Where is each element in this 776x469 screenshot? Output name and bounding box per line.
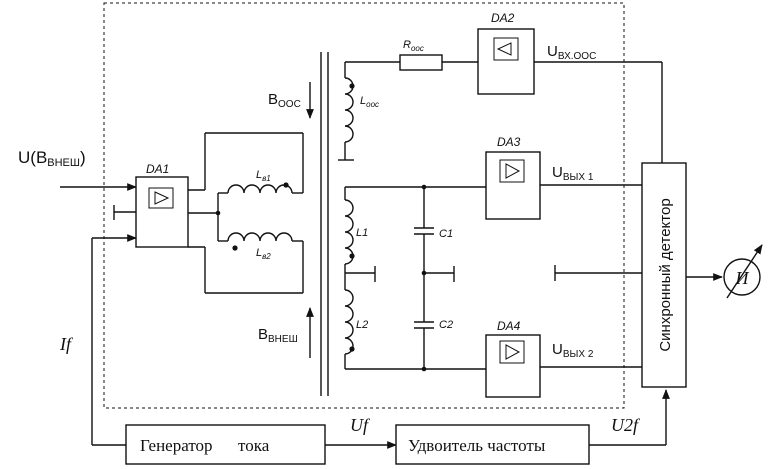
svg-text:U2f: U2f — [611, 415, 641, 435]
svg-text:C1: C1 — [439, 228, 453, 240]
synchronous-detector: Синхронный детектор — [641, 162, 723, 445]
svg-text:Looc: Looc — [360, 95, 379, 109]
svg-text:L2: L2 — [356, 319, 368, 331]
amplifier-da4: DA4 UВЫХ 2 — [485, 319, 642, 398]
svg-text:Rooc: Rooc — [403, 39, 424, 53]
magnetic-core — [320, 52, 329, 396]
svg-text:Удвоитель частоты: Удвоитель частоты — [408, 436, 546, 455]
svg-text:UВЫХ 2: UВЫХ 2 — [552, 341, 594, 360]
amplifier-da3: DA3 UВЫХ 1 — [485, 135, 642, 220]
capacitors-c1-c2: C1 C2 — [414, 184, 455, 372]
svg-text:UВЫХ 1: UВЫХ 1 — [552, 164, 594, 183]
svg-text:DA3: DA3 — [497, 135, 521, 149]
svg-text:U(BВНЕШ): U(BВНЕШ) — [18, 148, 86, 169]
sensor-enclosure — [103, 2, 625, 409]
svg-text:BВНЕШ: BВНЕШ — [258, 326, 298, 345]
feedback-field-arrow: BOOC — [268, 82, 314, 119]
sensor-coils-l1-l2: L1 L2 — [344, 186, 490, 370]
svg-text:Lв2: Lв2 — [256, 247, 271, 261]
svg-text:BOOC: BOOC — [268, 91, 301, 110]
svg-text:И: И — [735, 268, 750, 288]
resistor-rooc: Rooc — [399, 39, 478, 71]
svg-text:L1: L1 — [356, 227, 368, 239]
amplifier-da1: DA1 — [113, 162, 189, 248]
svg-text:Синхронный детектор: Синхронный детектор — [657, 198, 674, 351]
drive-windings: Lв1 Lв2 — [188, 132, 304, 294]
svg-text:DA2: DA2 — [491, 11, 515, 25]
current-if-label: If — [59, 334, 74, 354]
svg-text:DA1: DA1 — [146, 162, 169, 176]
svg-text:Lв1: Lв1 — [256, 169, 271, 183]
svg-text:Uf: Uf — [350, 415, 371, 435]
amplifier-da2: DA2 UВХ.ООС — [477, 11, 663, 163]
current-generator: Генератор тока — [92, 424, 326, 465]
external-field-input: U(BВНЕШ) — [18, 148, 137, 191]
frequency-doubler: Uf Удвоитель частоты U2f — [325, 415, 666, 465]
svg-text:DA4: DA4 — [497, 319, 521, 333]
external-field-arrow: BВНЕШ — [258, 307, 314, 358]
feedback-coil-looc: Looc — [338, 61, 400, 161]
svg-text:UВХ.ООС: UВХ.ООС — [547, 43, 596, 62]
meter-gauge: И — [723, 244, 763, 299]
svg-text:C2: C2 — [439, 319, 453, 331]
svg-text:Генератор тока: Генератор тока — [140, 436, 270, 455]
